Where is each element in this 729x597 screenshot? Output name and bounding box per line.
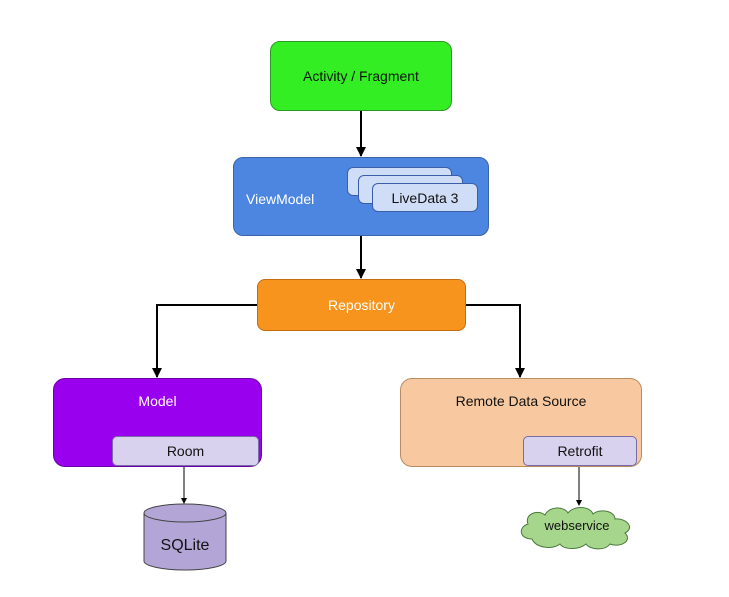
retrofit-label: Retrofit [557, 443, 603, 459]
sqlite-database-node: SQLite [143, 503, 227, 571]
edge-repository-model [152, 304, 257, 378]
viewmodel-label: ViewModel [246, 191, 315, 207]
remote-data-source-label: Remote Data Source [455, 393, 587, 409]
activity-fragment-node: Activity / Fragment [270, 41, 452, 111]
database-cylinder-icon [143, 503, 227, 571]
model-label: Model [138, 393, 177, 409]
repository-label: Repository [328, 297, 395, 313]
cloud-icon [520, 507, 630, 550]
webservice-node: webservice [514, 503, 640, 550]
livedata-card-front: LiveData 3 [372, 183, 478, 212]
activity-fragment-label: Activity / Fragment [303, 68, 419, 84]
remote-data-source-node: Remote Data Source Retrofit [400, 378, 642, 467]
repository-node: Repository [257, 279, 466, 331]
room-box: Room [112, 436, 259, 466]
sqlite-label: SQLite [160, 537, 210, 554]
viewmodel-node: ViewModel LiveData 3 [233, 157, 489, 236]
webservice-label: webservice [544, 518, 610, 533]
model-node: Model Room [53, 378, 262, 467]
edge-repository-remote [466, 304, 525, 378]
room-label: Room [166, 443, 205, 459]
livedata-label: LiveData 3 [391, 189, 459, 206]
retrofit-box: Retrofit [523, 436, 637, 466]
